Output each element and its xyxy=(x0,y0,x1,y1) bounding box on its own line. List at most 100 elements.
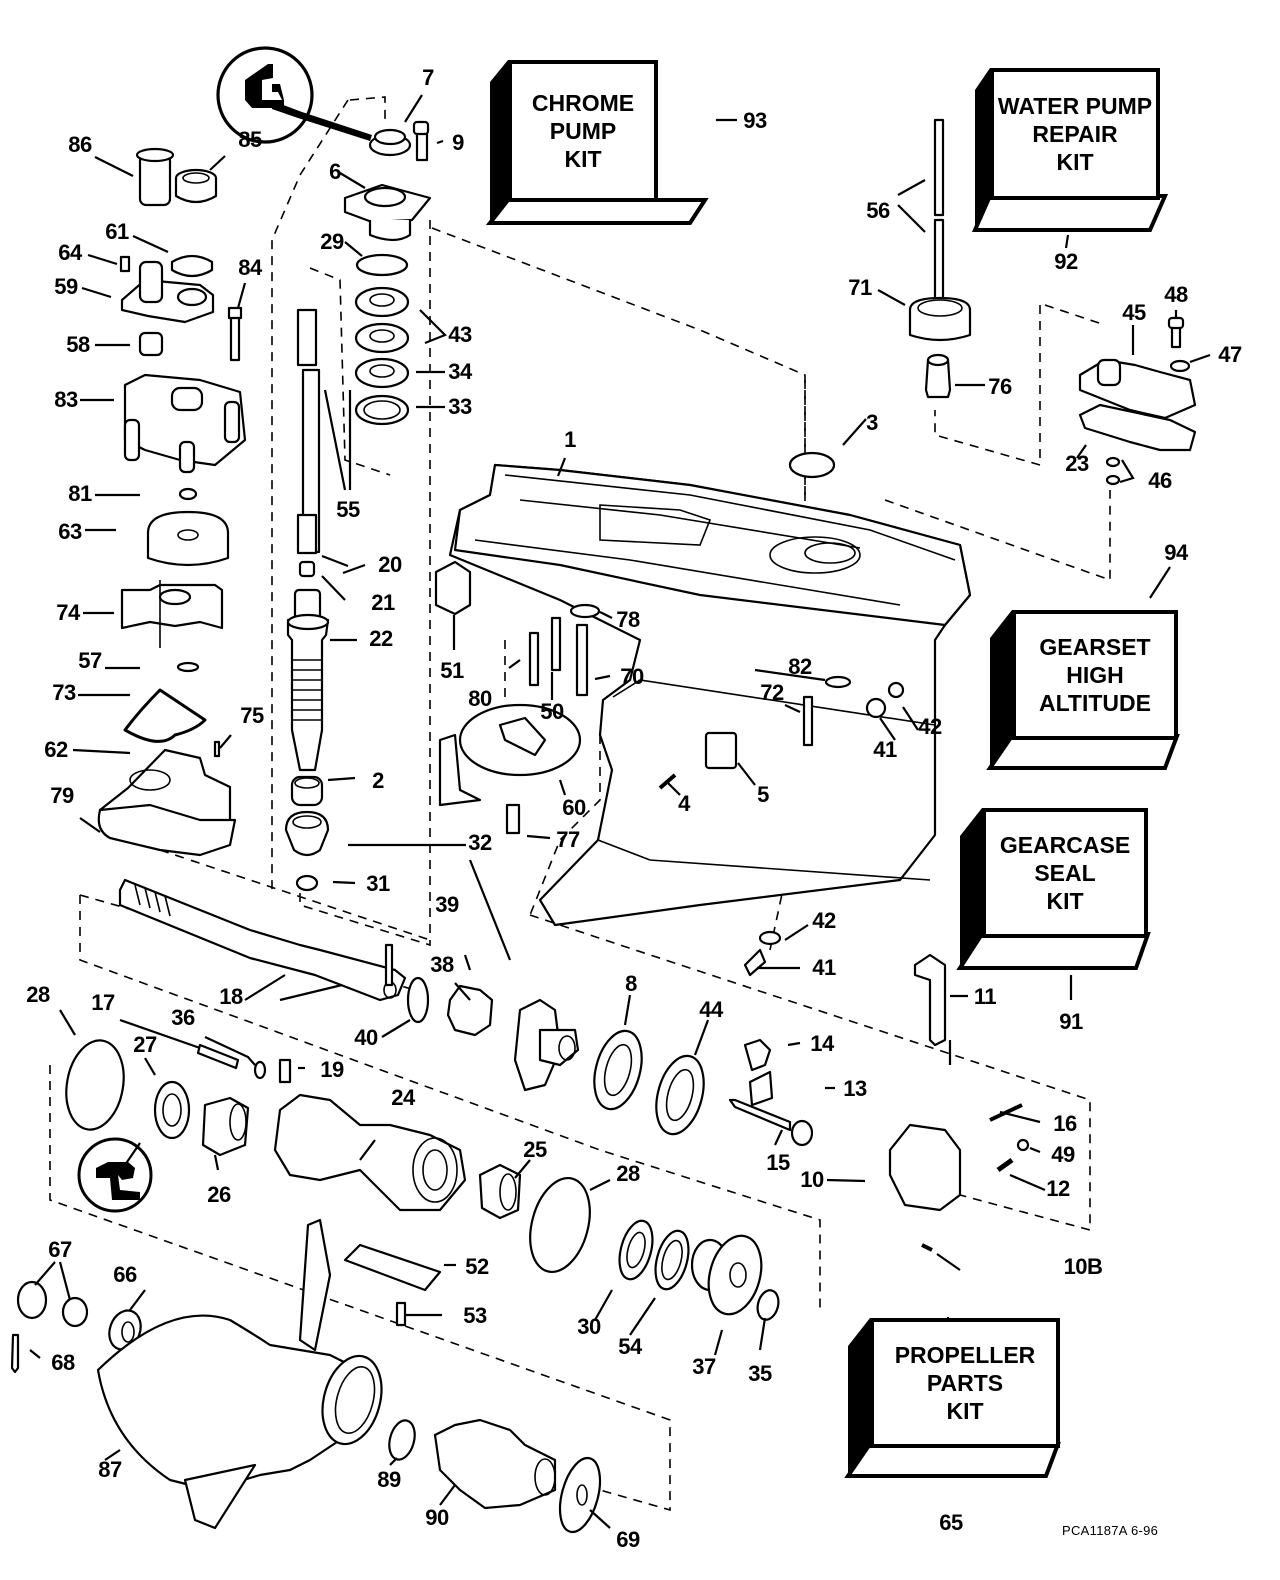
part-74-impeller xyxy=(120,580,224,648)
callout: 94 xyxy=(1164,540,1188,565)
part-80-bolt xyxy=(528,631,540,687)
callout: 2 xyxy=(372,768,384,793)
callout: 68 xyxy=(51,1350,75,1375)
callout: 41 xyxy=(873,737,897,762)
part-77-screw xyxy=(505,803,521,835)
kit-91-gearcase-seal-kit: GEARCASE SEAL KIT xyxy=(956,808,1151,970)
callout: 1 xyxy=(564,427,576,452)
part-59-housing-plate xyxy=(120,260,215,324)
part-36-washer xyxy=(253,1060,267,1080)
part-83-pump-housing xyxy=(123,373,247,474)
part-11-shift-rod xyxy=(913,953,947,1047)
part-70-bolt xyxy=(575,623,589,697)
callout: 18 xyxy=(219,984,243,1009)
callout: 77 xyxy=(556,827,580,852)
kit-label: PROPELLER PARTS KIT xyxy=(870,1318,1060,1448)
callout: 59 xyxy=(54,274,78,299)
part-17-screw xyxy=(196,1043,240,1070)
kit-label: GEARSET HIGH ALTITUDE xyxy=(1012,610,1178,740)
callout: 27 xyxy=(133,1032,157,1057)
part-23-gasket xyxy=(1078,403,1197,452)
callout: 62 xyxy=(44,737,68,762)
part-45-pump-cover xyxy=(1078,358,1197,420)
callout: 12 xyxy=(1046,1176,1070,1201)
callout: 89 xyxy=(377,1467,401,1492)
part-30-thrust-washer xyxy=(618,1219,654,1281)
part-58-sleeve xyxy=(138,331,164,357)
callout: 8 xyxy=(625,971,637,996)
part-6-bearing-housing xyxy=(343,183,432,242)
callout: 41 xyxy=(812,955,836,980)
part-41-drain-screw-upper xyxy=(865,697,887,719)
seal-orientation-inset-top xyxy=(216,46,372,144)
callout: 36 xyxy=(171,1005,195,1030)
kit-label: WATER PUMP REPAIR KIT xyxy=(990,68,1160,200)
kit-label-line: REPAIR xyxy=(1032,121,1118,147)
part-81-o-ring xyxy=(178,487,198,501)
callout: 92 xyxy=(1054,249,1078,274)
part-41-drain-screw-lower xyxy=(743,948,767,977)
callout: 42 xyxy=(918,714,942,739)
callout: 75 xyxy=(240,703,264,728)
callout: 93 xyxy=(743,108,767,133)
part-8-bearing xyxy=(593,1029,643,1111)
callout: 49 xyxy=(1051,1142,1075,1167)
callout: 70 xyxy=(620,664,644,689)
part-49-ball xyxy=(1016,1138,1030,1152)
part-9-bolt xyxy=(412,120,430,162)
part-22-pump-shaft xyxy=(286,588,330,772)
callout: 85 xyxy=(238,127,262,152)
part-78-washer xyxy=(569,603,601,619)
callout: 58 xyxy=(66,332,90,357)
part-25-needle-bearing xyxy=(478,1163,522,1220)
part-42-washer-lower xyxy=(758,930,782,946)
part-47-washer xyxy=(1169,359,1191,373)
callout: 14 xyxy=(810,1031,834,1056)
kit-label-line: WATER PUMP xyxy=(997,93,1153,119)
callout: 38 xyxy=(430,952,454,977)
callout: 32 xyxy=(468,830,492,855)
callout: 21 xyxy=(371,590,395,615)
kit-label-line: PROPELLER xyxy=(894,1342,1036,1368)
part-20-pin xyxy=(321,554,349,568)
part-7-seal xyxy=(368,128,412,157)
callout: 76 xyxy=(988,374,1012,399)
callout: 17 xyxy=(91,990,115,1015)
callout: 74 xyxy=(56,600,80,625)
part-69-washer xyxy=(558,1456,602,1534)
part-87-propeller xyxy=(96,1218,383,1530)
callout: 26 xyxy=(207,1182,231,1207)
kit-box-shading xyxy=(485,60,709,225)
callout: 7 xyxy=(422,65,434,90)
callout: 23 xyxy=(1065,451,1089,476)
callout: 10 xyxy=(800,1167,824,1192)
callout: 29 xyxy=(320,229,344,254)
part-64-screw xyxy=(119,255,131,273)
kit-label-line: GEARSET xyxy=(1039,634,1151,660)
part-60-trim-tab xyxy=(438,703,582,807)
callout: 46 xyxy=(1148,468,1172,493)
callout: 13 xyxy=(843,1076,867,1101)
part-57-o-ring xyxy=(176,661,200,673)
callout: 5 xyxy=(757,782,769,807)
callout: 61 xyxy=(105,219,129,244)
part-86-tube xyxy=(135,147,175,207)
kit-label-line: ALTITUDE xyxy=(1038,690,1151,716)
callout: 57 xyxy=(78,648,102,673)
kit-94-gearset-high-altitude: GEARSET HIGH ALTITUDE xyxy=(986,610,1180,770)
part-3-ring xyxy=(788,451,836,479)
callout: 16 xyxy=(1053,1111,1077,1136)
callout: 6 xyxy=(329,159,341,184)
part-56-studs xyxy=(933,118,945,302)
kit-label-line: PUMP xyxy=(549,118,617,144)
part-4-pin xyxy=(658,773,677,790)
callout: 30 xyxy=(577,1314,601,1339)
part-31-nut xyxy=(295,874,319,892)
kit-label-line: KIT xyxy=(564,146,602,172)
callout: 72 xyxy=(760,680,784,705)
callout: 47 xyxy=(1218,342,1242,367)
callout: 42 xyxy=(812,908,836,933)
callout: 10B xyxy=(1063,1254,1103,1279)
callout: 19 xyxy=(320,1057,344,1082)
